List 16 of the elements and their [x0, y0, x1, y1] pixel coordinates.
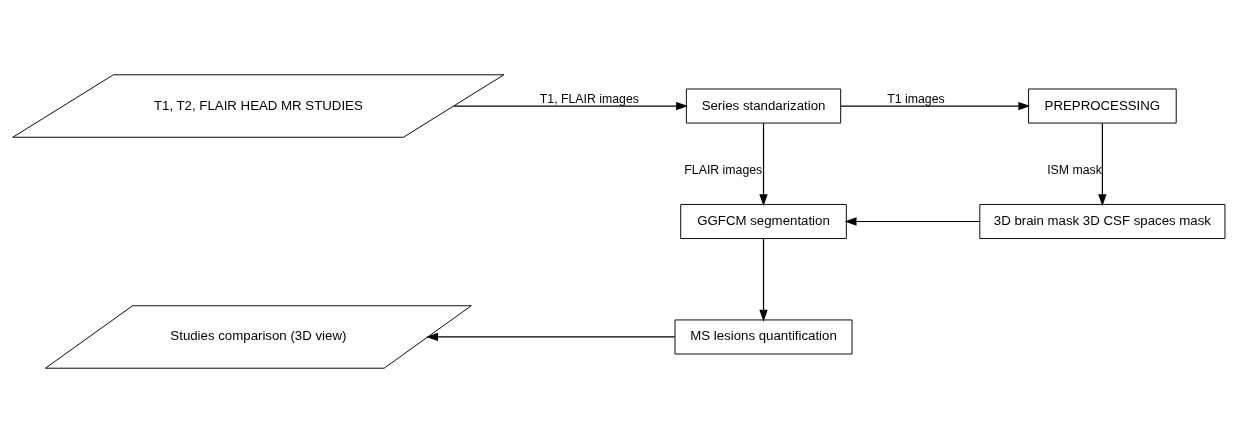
arrow	[759, 237, 768, 322]
node-box: MS lesions quantification	[674, 318, 853, 354]
edge-label: FLAIR images	[684, 162, 763, 177]
node-box: 3D brain mask 3D CSF spaces mask	[979, 203, 1226, 239]
edge-label: T1 images	[887, 91, 945, 106]
arrow	[426, 332, 676, 341]
arrow	[840, 101, 1031, 110]
edge-label: T1, FLAIR images	[539, 91, 639, 106]
node-box: PREPROCESSING	[1028, 88, 1177, 124]
edge-label: ISM mask	[1047, 162, 1102, 177]
arrow	[1098, 122, 1107, 206]
node-box: GGFCM segmentation	[680, 203, 847, 239]
arrow	[759, 122, 768, 206]
arrow	[453, 101, 689, 110]
arrow	[844, 216, 981, 226]
node-box: Series standarization	[685, 88, 842, 124]
